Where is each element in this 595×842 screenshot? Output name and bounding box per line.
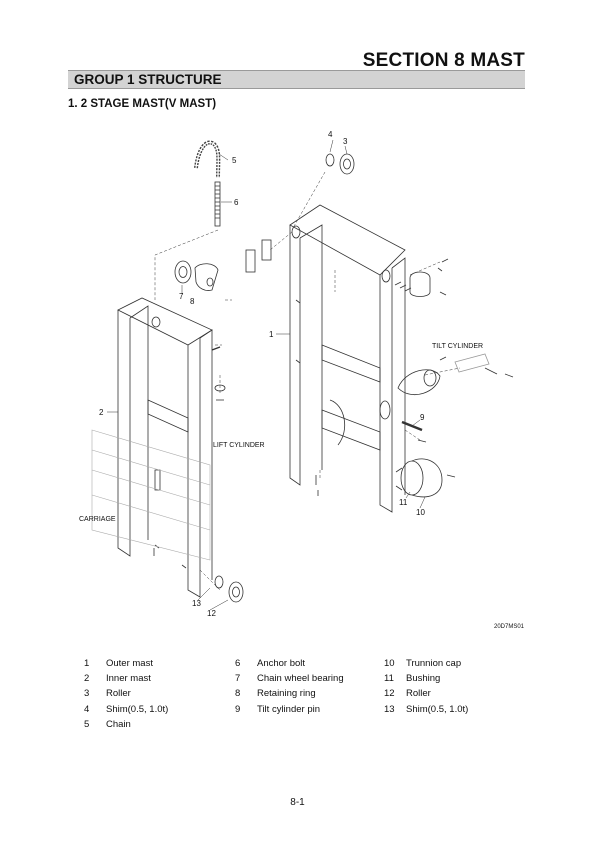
tilt-cylinder-label: TILT CYLINDER <box>432 343 483 350</box>
callout-1: 1 <box>269 330 274 339</box>
subtitle: 1. 2 STAGE MAST(V MAST) <box>68 98 217 110</box>
outer-mast-drawing <box>245 204 406 513</box>
carriage-label: CARRIAGE <box>79 516 116 523</box>
drawing-code: 20D7MS01 <box>494 624 525 630</box>
callout-7: 7 <box>179 292 184 301</box>
tilt-cylinder-drawing <box>397 353 514 395</box>
lift-cylinder-parts-drawing <box>211 346 226 401</box>
callout-8: 8 <box>190 297 195 306</box>
callout-10: 10 <box>416 508 425 517</box>
lift-cylinder-label: LIFT CYLINDER <box>213 442 265 449</box>
callout-6: 6 <box>234 198 239 207</box>
anchor-bolt-drawing <box>214 181 221 227</box>
callout-13: 13 <box>192 599 201 608</box>
carriage-drawing <box>91 429 211 561</box>
group-title: GROUP 1 STRUCTURE <box>74 72 222 87</box>
tilt-cylinder-pin-drawing <box>401 420 427 443</box>
callout-4: 4 <box>328 130 333 139</box>
trunnion-cap-drawing <box>395 458 456 498</box>
callout-2: 2 <box>99 408 104 417</box>
callout-3: 3 <box>343 137 348 146</box>
roller-shim-bottom-drawing <box>214 575 244 603</box>
chain-drawing <box>194 140 221 179</box>
page-number: 8-1 <box>290 797 305 808</box>
callout-9: 9 <box>420 413 425 422</box>
callout-5: 5 <box>232 156 237 165</box>
section-title: SECTION 8 MAST <box>362 50 525 71</box>
inner-mast-drawing <box>117 297 213 598</box>
chain-wheel-drawing <box>174 260 219 291</box>
bracket-drawing <box>394 258 449 297</box>
callout-11: 11 <box>399 498 408 507</box>
group-title-bar: GROUP 1 STRUCTURE <box>68 70 525 89</box>
roller-shim-top-drawing <box>325 153 355 175</box>
callout-12: 12 <box>207 609 216 618</box>
